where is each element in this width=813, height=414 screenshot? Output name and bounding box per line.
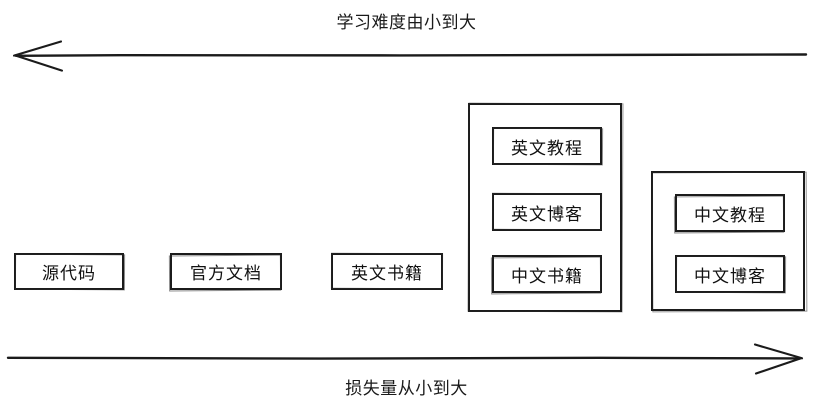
- node-label: 官方文档: [190, 264, 262, 283]
- node-chinese-books[interactable]: 中文书籍: [492, 255, 602, 293]
- node-label: 中文书籍: [511, 266, 583, 286]
- node-label: 英文博客: [511, 204, 583, 224]
- node-english-books[interactable]: 英文书籍: [331, 253, 443, 290]
- node-label: 中文博客: [694, 266, 766, 286]
- top-axis-caption: 学习难度由小到大: [336, 13, 477, 32]
- node-label: 英文教程: [511, 138, 583, 158]
- node-chinese-tutorial[interactable]: 中文教程: [675, 194, 785, 232]
- node-chinese-blog[interactable]: 中文博客: [675, 255, 785, 293]
- information-loss-axis-arrow: [6, 343, 804, 375]
- node-source-code[interactable]: 源代码: [14, 253, 124, 290]
- node-official-docs[interactable]: 官方文档: [170, 253, 282, 290]
- node-english-tutorial[interactable]: 英文教程: [492, 127, 602, 165]
- node-english-blog[interactable]: 英文博客: [492, 193, 602, 231]
- node-label: 英文书籍: [351, 264, 423, 283]
- group-english-resources: 英文教程 英文博客 中文书籍: [468, 103, 622, 312]
- group-chinese-resources: 中文教程 中文博客: [651, 171, 805, 311]
- node-label: 源代码: [42, 264, 96, 283]
- bottom-axis-caption: 损失量从小到大: [345, 379, 468, 398]
- difficulty-axis-arrow: [12, 40, 808, 72]
- node-label: 中文教程: [694, 205, 766, 225]
